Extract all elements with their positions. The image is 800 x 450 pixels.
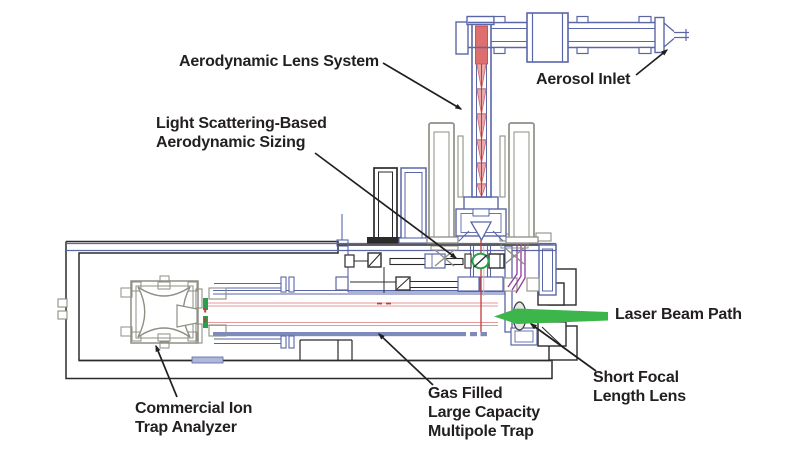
support-rod-left <box>457 135 464 198</box>
chamber-outer-wall <box>65 241 553 380</box>
label-multipole-line2: Large Capacity <box>428 404 540 421</box>
label-aerodynamic-lens-system: Aerodynamic Lens System <box>179 53 379 70</box>
label-multipole-line3: Multipole Trap <box>428 423 534 440</box>
floor-spacer-slab <box>191 356 224 364</box>
label-multipole-trap: Gas Filled Large Capacity Multipole Trap <box>428 384 540 441</box>
label-short-focal-lens: Short Focal Length Lens <box>593 368 686 406</box>
label-ion-trap-analyzer: Commercial Ion Trap Analyzer <box>135 399 252 437</box>
annotation-arrows <box>155 49 669 398</box>
ion-trap-arrow <box>155 344 178 398</box>
label-ion-trap-line2: Trap Analyzer <box>135 419 237 436</box>
right-port-box <box>538 244 557 296</box>
label-short-focal-line1: Short Focal <box>593 369 679 386</box>
black-column <box>373 167 398 240</box>
detection-housing <box>336 214 505 293</box>
skimmer-cone <box>469 221 493 242</box>
support-columns <box>367 122 539 244</box>
label-aerosol-inlet: Aerosol Inlet <box>536 71 631 88</box>
gray-column-left <box>428 122 455 243</box>
laser-beam <box>494 308 608 324</box>
inlet-flange-bumps <box>493 15 652 55</box>
label-light-scattering-line1: Light Scattering-Based <box>156 115 327 132</box>
trap-entrance-apertures <box>203 298 208 328</box>
trap-flange-pair <box>280 276 295 349</box>
sizing-arrow <box>314 152 458 259</box>
particle-beam-entry <box>475 25 488 65</box>
vacuum-chamber <box>65 240 553 380</box>
aerosol-inlet-line <box>455 12 689 63</box>
einzel-lens-cone <box>176 304 198 328</box>
light-collection-optics <box>507 240 526 294</box>
multipole-bottom-rail <box>213 332 487 337</box>
scattering-detector <box>471 252 490 270</box>
inlet-end-flange <box>654 16 665 54</box>
label-multipole-line1: Gas Filled <box>428 385 503 402</box>
multipole-rods <box>208 302 498 327</box>
aerosol-inlet-arrow <box>635 49 669 76</box>
multipole-housing-rails <box>213 283 505 344</box>
gray-column-right <box>508 122 535 243</box>
nozzle-assembly <box>455 196 507 242</box>
chamber-floor-step <box>299 339 353 360</box>
label-light-scattering-line2: Aerodynamic Sizing <box>156 134 306 151</box>
inlet-capillary <box>674 29 689 41</box>
black-column-base <box>367 237 401 244</box>
gas-filled-arrow <box>377 333 434 386</box>
short-focal-arrow <box>529 323 597 372</box>
trap-entrance-marks <box>204 308 207 322</box>
chamber-top-plate <box>66 242 557 252</box>
aerodynamic-lens-tube <box>471 21 492 199</box>
inlet-valve-block <box>526 12 569 63</box>
ion-trap-analyzer <box>120 275 227 349</box>
support-rod-right <box>499 135 506 198</box>
trapped-particle-marks <box>377 302 391 305</box>
inlet-tip-cone <box>663 22 675 48</box>
label-light-scattering: Light Scattering-Based Aerodynamic Sizin… <box>156 114 327 152</box>
label-laser-beam-path: Laser Beam Path <box>615 306 742 323</box>
lens-system-arrow <box>382 62 463 110</box>
left-wall-fittings <box>57 298 68 320</box>
label-short-focal-line2: Length Lens <box>593 388 686 405</box>
label-ion-trap-line1: Commercial Ion <box>135 400 253 417</box>
sizing-optics-blue <box>335 253 504 292</box>
